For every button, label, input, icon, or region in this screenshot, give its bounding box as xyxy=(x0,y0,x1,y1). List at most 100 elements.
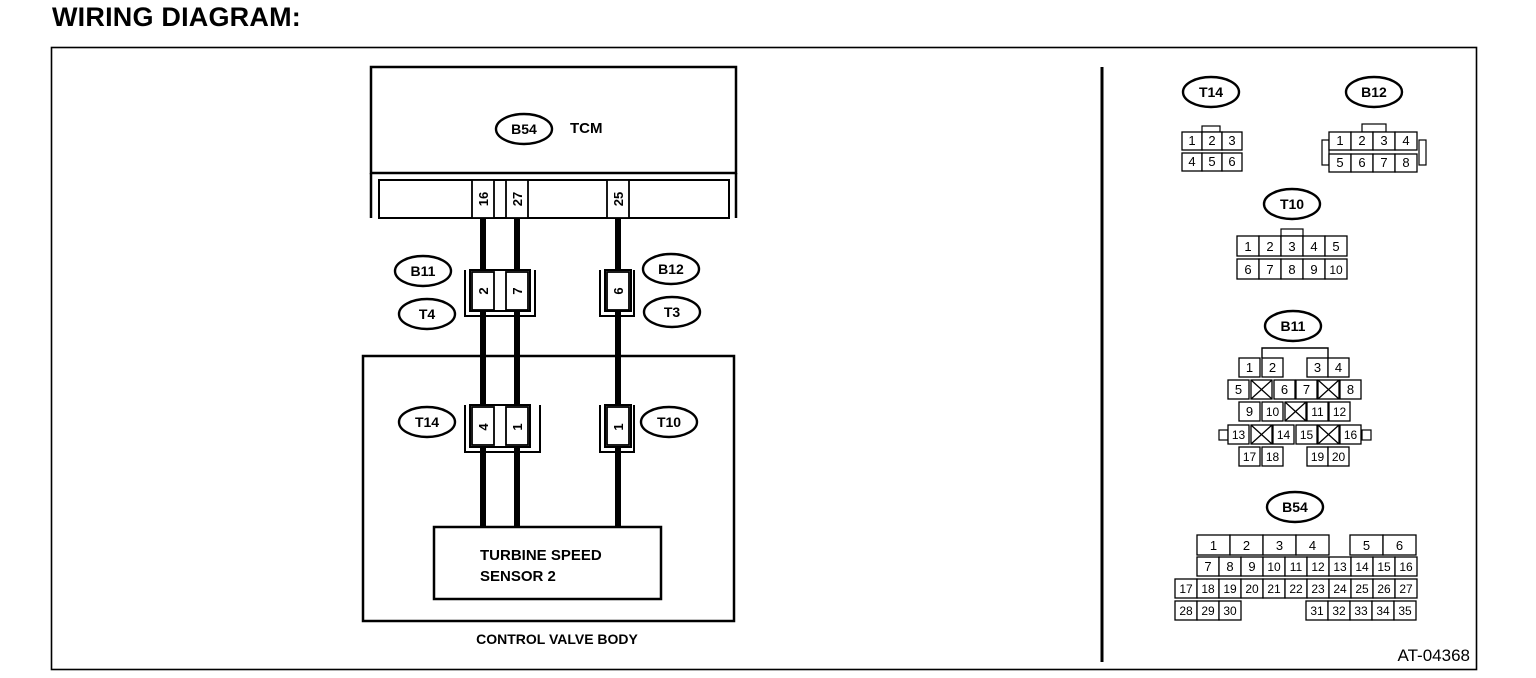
pin-number: 7 xyxy=(1266,262,1273,277)
svg-text:T4: T4 xyxy=(419,306,436,322)
pin-number: 15 xyxy=(1300,428,1314,442)
tcm-connector-strip xyxy=(378,179,730,219)
control-valve-body-box xyxy=(361,354,736,623)
pin-cell xyxy=(1324,235,1348,257)
pin-number: 6 xyxy=(1281,382,1288,397)
svg-text:25: 25 xyxy=(611,192,626,206)
blank-pin-mark xyxy=(1284,401,1307,422)
pin-number: 8 xyxy=(1402,155,1409,170)
diagram-frame xyxy=(50,46,1478,671)
b11-pin-7: 7 xyxy=(510,287,525,294)
pin-number: 5 xyxy=(1332,239,1339,254)
pin-number: 15 xyxy=(1377,560,1391,574)
t10-tag xyxy=(639,405,699,439)
svg-text:T14: T14 xyxy=(1199,84,1223,100)
tcm-pin-25: 25 xyxy=(606,179,630,219)
pin-number: 22 xyxy=(1289,582,1303,596)
pin-number: 5 xyxy=(1235,382,1242,397)
pin-cell xyxy=(1221,131,1243,151)
pin-number: 16 xyxy=(1399,560,1413,574)
pin-number: 12 xyxy=(1311,560,1325,574)
pin-number: 3 xyxy=(1228,133,1235,148)
pin-number: 17 xyxy=(1179,582,1193,596)
pin-number: 4 xyxy=(1188,154,1195,169)
pin-number: 8 xyxy=(1226,559,1233,574)
pin-number: 2 xyxy=(1269,360,1276,375)
junction-b12-t3: 6 B12 T3 xyxy=(599,252,702,329)
pin-number: 28 xyxy=(1179,604,1193,618)
tcm-connector-tag xyxy=(494,112,554,146)
connector-t14-inline: 4 1 T14 xyxy=(397,404,541,453)
pin-number: 18 xyxy=(1266,450,1280,464)
pin-cell xyxy=(1261,401,1284,422)
pin-number: 14 xyxy=(1277,428,1291,442)
pin-cell xyxy=(1382,534,1417,556)
pin-number: 8 xyxy=(1347,382,1354,397)
svg-text:B12: B12 xyxy=(1361,84,1387,100)
svg-text:B11: B11 xyxy=(411,263,436,279)
pin-number: 10 xyxy=(1329,263,1343,277)
tcm-module: B54 TCM 16 27 25 xyxy=(369,65,738,219)
tcm-pin-16: 16 xyxy=(471,179,495,219)
pin-number: 7 xyxy=(1303,382,1310,397)
b12-tag xyxy=(641,252,701,286)
pin-number: 25 xyxy=(1355,582,1369,596)
pin-number: 34 xyxy=(1376,604,1390,618)
pin-number: 19 xyxy=(1223,582,1237,596)
pin-number: 2 xyxy=(1358,133,1365,148)
pin-number: 6 xyxy=(1244,262,1251,277)
pin-cell xyxy=(1339,379,1362,400)
pin-number: 5 xyxy=(1336,155,1343,170)
t3-tag xyxy=(642,295,702,329)
pin-number: 1 xyxy=(1246,360,1253,375)
svg-text:T3: T3 xyxy=(664,304,681,320)
b11-pin-2: 2 xyxy=(476,287,491,294)
pin-cell xyxy=(1295,424,1318,445)
pin-number: 8 xyxy=(1288,262,1295,277)
pin-number: 11 xyxy=(1290,560,1303,574)
pin-number: 13 xyxy=(1232,428,1246,442)
t4-tag xyxy=(397,297,457,331)
svg-text:T10: T10 xyxy=(1280,196,1304,212)
pin-number: 26 xyxy=(1377,582,1391,596)
pin-number: 12 xyxy=(1333,405,1347,419)
pin-number: 4 xyxy=(1335,360,1342,375)
pin-number: 2 xyxy=(1208,133,1215,148)
blank-pin-mark xyxy=(1317,379,1340,400)
pin-number: 24 xyxy=(1333,582,1347,596)
b11-tag xyxy=(393,254,453,288)
pin-number: 3 xyxy=(1288,239,1295,254)
pin-number: 33 xyxy=(1354,604,1368,618)
pin-cell xyxy=(1238,357,1261,378)
t14-pin-4: 4 xyxy=(476,423,491,431)
blank-pin-mark xyxy=(1317,424,1340,445)
pin-number: 10 xyxy=(1267,560,1281,574)
pin-cell xyxy=(1273,379,1296,400)
pin-number: 1 xyxy=(1210,538,1217,553)
sensor-label-line2: SENSOR 2 xyxy=(480,568,556,585)
pin-number: 16 xyxy=(1344,428,1358,442)
pin-cell xyxy=(1339,424,1362,445)
pin-number: 18 xyxy=(1201,582,1215,596)
pin-number: 5 xyxy=(1363,538,1370,553)
tcm-pin-27: 27 xyxy=(505,179,529,219)
figure-code: AT-04368 xyxy=(1398,646,1470,665)
pin-number: 2 xyxy=(1243,538,1250,553)
pin-number: 35 xyxy=(1398,604,1412,618)
pin-number: 7 xyxy=(1204,559,1211,574)
pin-cell xyxy=(1218,600,1242,621)
pin-cell xyxy=(1295,534,1330,556)
pin-cell xyxy=(1238,446,1261,467)
control-valve-body-label: CONTROL VALVE BODY xyxy=(476,631,638,647)
svg-text:16: 16 xyxy=(476,192,491,206)
pin-number: 29 xyxy=(1201,604,1215,618)
pin-cell xyxy=(1306,401,1329,422)
pin-number: 4 xyxy=(1310,239,1317,254)
pin-number: 14 xyxy=(1355,560,1369,574)
pin-cell xyxy=(1324,258,1348,280)
svg-text:27: 27 xyxy=(510,192,525,206)
pin-cell xyxy=(1394,131,1418,151)
